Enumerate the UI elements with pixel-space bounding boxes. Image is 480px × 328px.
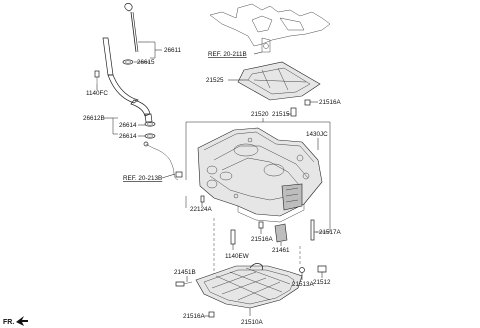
label-26614-b: 26614 [119,133,137,140]
dipstick-assembly [94,2,183,181]
drain-gasket-21513A [299,267,305,273]
label-21515: 21515 [272,111,290,118]
label-1140EW: 1140EW [225,253,249,260]
engine-block-partial [209,3,331,53]
label-21461: 21461 [272,247,290,254]
bracket-26612B [112,117,118,135]
label-26614-a: 26614 [119,122,137,129]
upper-oil-pan-21520 [197,127,323,223]
label-21510A: 21510A [241,319,264,326]
label-21513A: 21513A [292,281,315,288]
label-26615: 26615 [137,59,155,66]
label-front: FR. [3,319,14,326]
bracket-26611 [150,41,156,59]
label-21516A-bottom: 21516A [183,313,206,320]
baffle-plate-21525 [237,61,321,101]
label-21520: 21520 [251,111,269,118]
baffle-21461 [274,223,288,243]
bolt-21515 [290,107,297,117]
ref-20-211B: REF. 20-211B [208,51,247,58]
label-21516A-top: 21516A [319,99,342,106]
bolt-21516A-mid [258,221,264,229]
label-21451B: 21451B [174,269,196,276]
bracket-21451B [175,281,185,287]
upper-oil-pan-frame [186,121,331,233]
bolt-21516A-bottom [208,311,215,318]
stud-21517A [310,219,315,241]
front-arrow-icon [16,316,28,326]
bolt-21516A-top [304,99,311,106]
bolt-1140EW [230,229,236,245]
lower-oil-pan-21510A [195,263,303,309]
label-22124A: 22124A [190,206,213,213]
label-21512: 21512 [313,279,331,286]
drain-plug-21512 [317,265,327,273]
ref-20-213B: REF. 20-213B [123,175,162,182]
label-1140FC: 1140FC [86,90,108,97]
label-26612B: 26612B [83,115,105,122]
label-21517A: 21517A [319,229,342,236]
label-21525: 21525 [206,77,224,84]
label-26611: 26611 [164,47,182,54]
pin-22124A [200,195,205,203]
label-1430JC: 1430JC [306,131,328,138]
label-21516A-mid: 21516A [251,236,274,243]
